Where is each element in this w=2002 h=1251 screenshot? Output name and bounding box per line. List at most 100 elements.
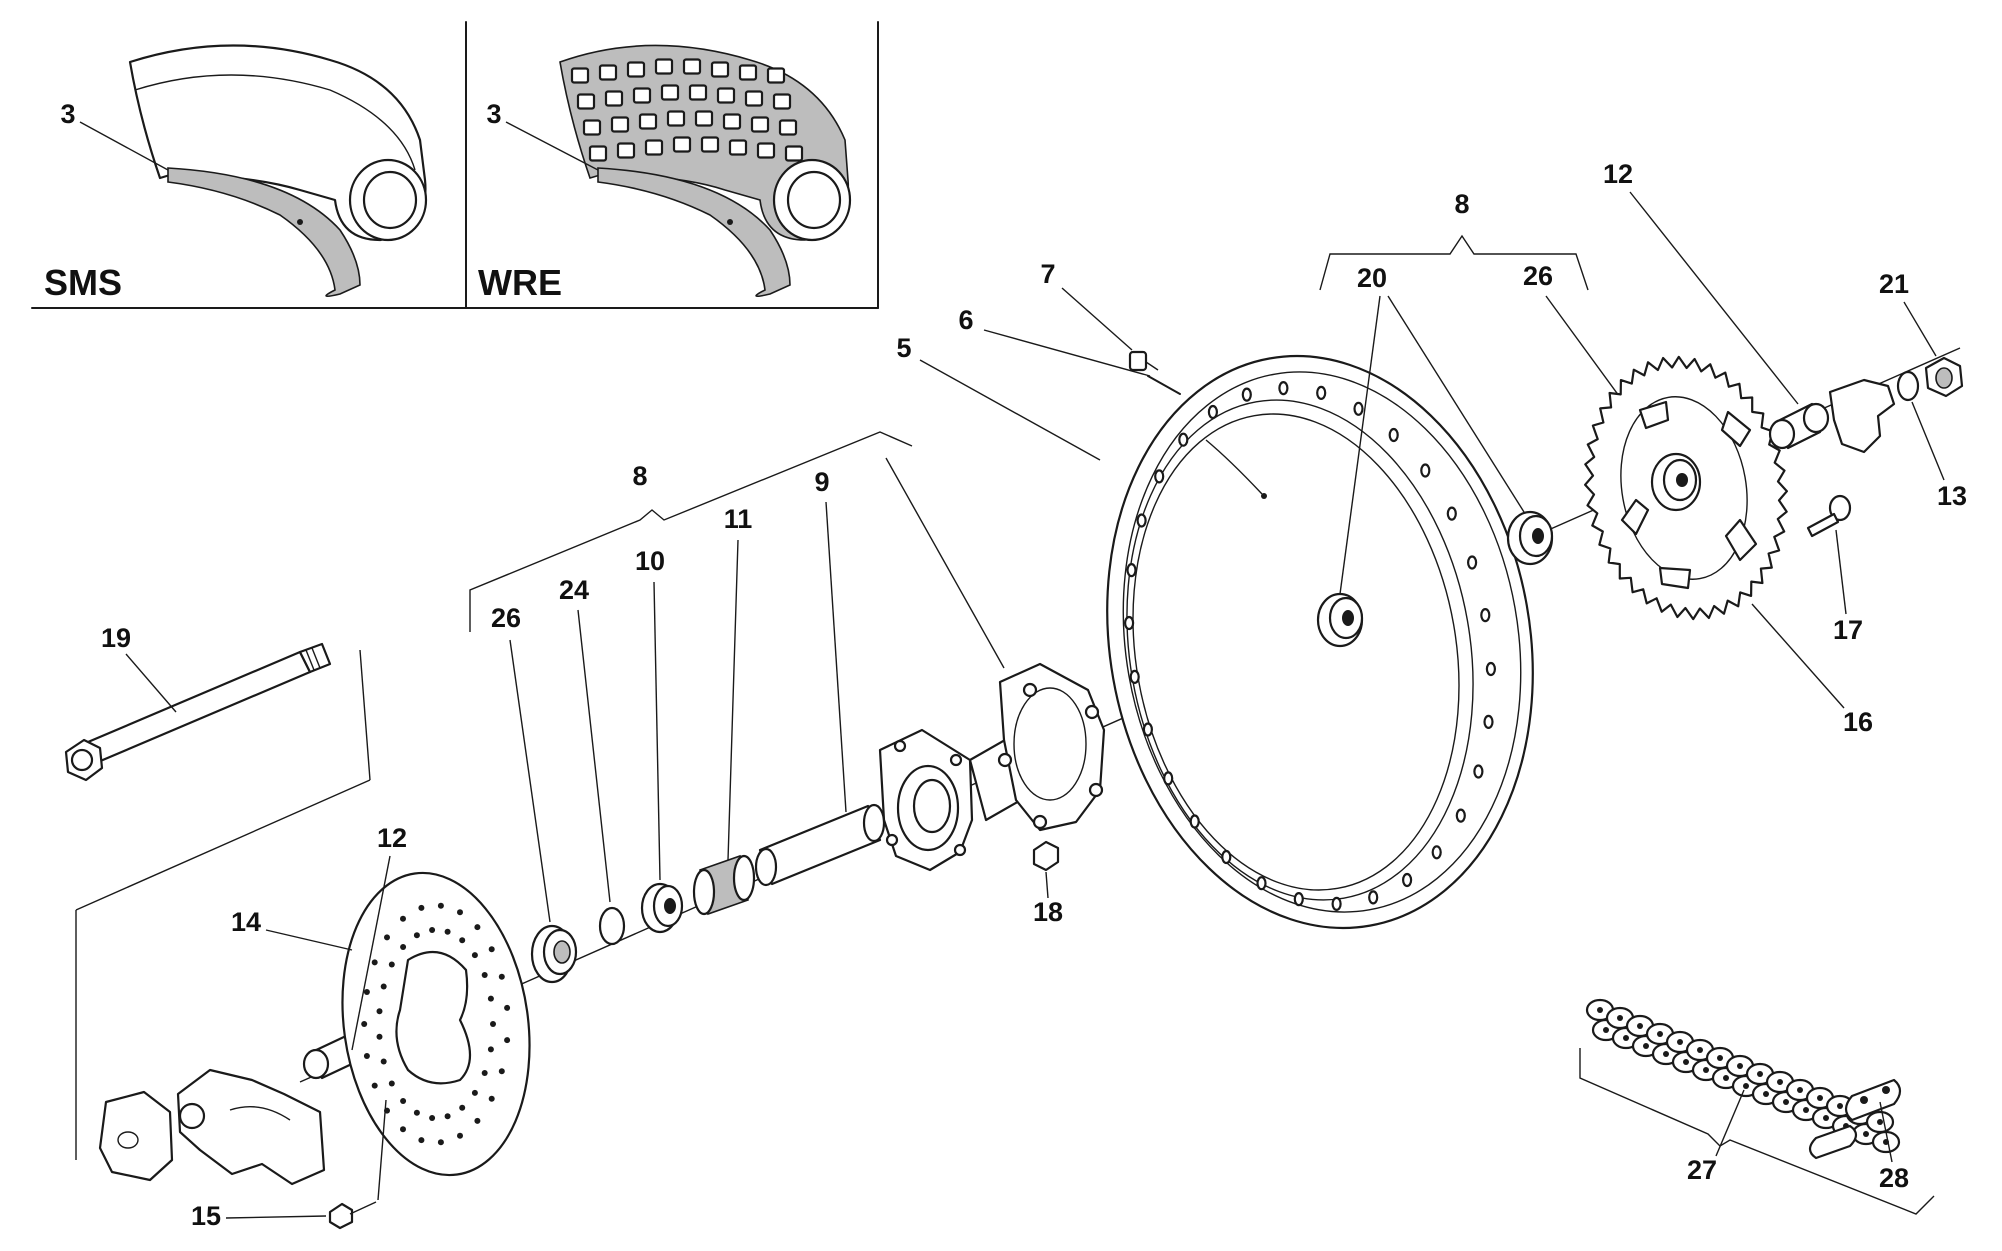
- chain-pin: [1663, 1051, 1669, 1057]
- svg-text:5: 5: [896, 333, 911, 363]
- disc-hole: [400, 1098, 407, 1104]
- tire-knob: [626, 61, 646, 78]
- chain-pin: [1817, 1095, 1823, 1101]
- rim-hole: [1368, 890, 1379, 905]
- tire-knob: [716, 87, 736, 104]
- chain-pin: [1717, 1055, 1723, 1061]
- svg-text:SMS: SMS: [44, 262, 122, 303]
- disc-hole: [418, 904, 425, 911]
- caliper-bracket: [176, 1068, 326, 1186]
- svg-text:17: 17: [1833, 615, 1863, 645]
- disc-hole: [361, 1021, 368, 1027]
- disc-hole: [487, 995, 494, 1002]
- svg-text:19: 19: [101, 623, 131, 653]
- bearing-26-left: [530, 924, 578, 984]
- brake-disc-icon: [341, 871, 531, 1177]
- svg-text:15: 15: [191, 1201, 221, 1231]
- chain-pin: [1803, 1107, 1809, 1113]
- svg-text:3: 3: [486, 99, 501, 129]
- callout-24: 24: [559, 575, 611, 903]
- callout-15: 15: [191, 1099, 387, 1231]
- bearing-10: [640, 882, 684, 934]
- chain-pin: [1783, 1099, 1789, 1105]
- tire-knob: [576, 93, 596, 110]
- rim-hole: [1207, 404, 1219, 420]
- chain-pin: [1697, 1047, 1703, 1053]
- disc-hole: [481, 972, 488, 978]
- nut-21: [1924, 356, 1964, 398]
- nut-18: [1032, 840, 1060, 872]
- disc-hole: [384, 934, 390, 941]
- callout-7: 7: [1040, 259, 1133, 351]
- disc-hole: [380, 1058, 387, 1065]
- tire-knob: [638, 113, 658, 130]
- chain-icon: [1585, 998, 1901, 1154]
- disc-hole: [371, 1082, 378, 1089]
- chain-pin: [1617, 1015, 1623, 1021]
- rim-hole: [1485, 661, 1497, 677]
- rim-hole: [1483, 714, 1494, 730]
- hub-icon: [878, 662, 1106, 872]
- svg-text:16: 16: [1843, 707, 1873, 737]
- rim-hole: [1163, 771, 1174, 786]
- disc-hole: [504, 1004, 511, 1011]
- tire-knob: [750, 116, 770, 133]
- tire-knob: [672, 136, 692, 153]
- callout-8-hub: 8: [632, 461, 647, 491]
- disc-hole: [380, 983, 387, 990]
- chain-pin: [1743, 1083, 1749, 1089]
- callout-16: 16: [1751, 603, 1873, 737]
- spacer-left: [302, 1034, 358, 1080]
- svg-text:27: 27: [1687, 1155, 1717, 1185]
- tire-knob: [582, 119, 602, 136]
- callout-26-left: 26: [491, 603, 551, 923]
- disc-hole: [481, 1070, 488, 1076]
- rim-hole: [1278, 381, 1289, 396]
- tire-knob: [644, 139, 664, 156]
- rim-hole: [1129, 669, 1140, 685]
- svg-text:12: 12: [377, 823, 407, 853]
- tire-knob: [784, 145, 804, 162]
- rim-hole: [1256, 876, 1267, 891]
- spoke-6: [1147, 375, 1181, 395]
- tire-knob: [766, 67, 786, 84]
- disc-hole: [490, 1021, 496, 1027]
- tire-knob: [688, 84, 708, 101]
- disc-hole: [474, 924, 481, 931]
- rim-icon: [1106, 354, 1534, 930]
- callout-3-wre: 3: [486, 99, 599, 171]
- tire-knob: [598, 64, 618, 81]
- tire-knob: [700, 136, 720, 153]
- bearing-20-right: [1506, 510, 1554, 566]
- disc-hole: [498, 973, 505, 980]
- svg-text:13: 13: [1937, 481, 1967, 511]
- chain-pin: [1837, 1103, 1843, 1109]
- disc-hole: [487, 1046, 494, 1053]
- bracket-8-hub: [469, 431, 913, 632]
- chain-pin: [1637, 1023, 1643, 1029]
- tire-knob: [666, 110, 686, 127]
- disc-hole: [437, 1139, 444, 1146]
- chain-pin: [1763, 1091, 1769, 1097]
- disc-hole: [488, 1095, 495, 1102]
- chain-pin: [1677, 1039, 1683, 1045]
- chain-pin: [1643, 1043, 1649, 1049]
- disc-hole: [474, 1117, 481, 1124]
- disc-hole: [376, 1033, 383, 1040]
- rim-hole: [1480, 607, 1491, 623]
- callout-8-rim: 8: [1454, 189, 1469, 219]
- chain-pin: [1623, 1035, 1629, 1041]
- rim-hole: [1473, 764, 1484, 779]
- tire-knob: [710, 61, 730, 78]
- callout-19: 19: [101, 623, 177, 713]
- disc-hole: [400, 915, 406, 922]
- callout-10: 10: [635, 546, 665, 881]
- inset-frame: [31, 21, 879, 309]
- tire-knob: [660, 84, 680, 101]
- tire-knob: [632, 87, 652, 104]
- svg-text:7: 7: [1040, 259, 1055, 289]
- svg-text:14: 14: [231, 907, 261, 937]
- bracket-8-rim: [1319, 234, 1589, 291]
- tire-knob: [682, 58, 702, 75]
- tire-knobs: [570, 58, 804, 162]
